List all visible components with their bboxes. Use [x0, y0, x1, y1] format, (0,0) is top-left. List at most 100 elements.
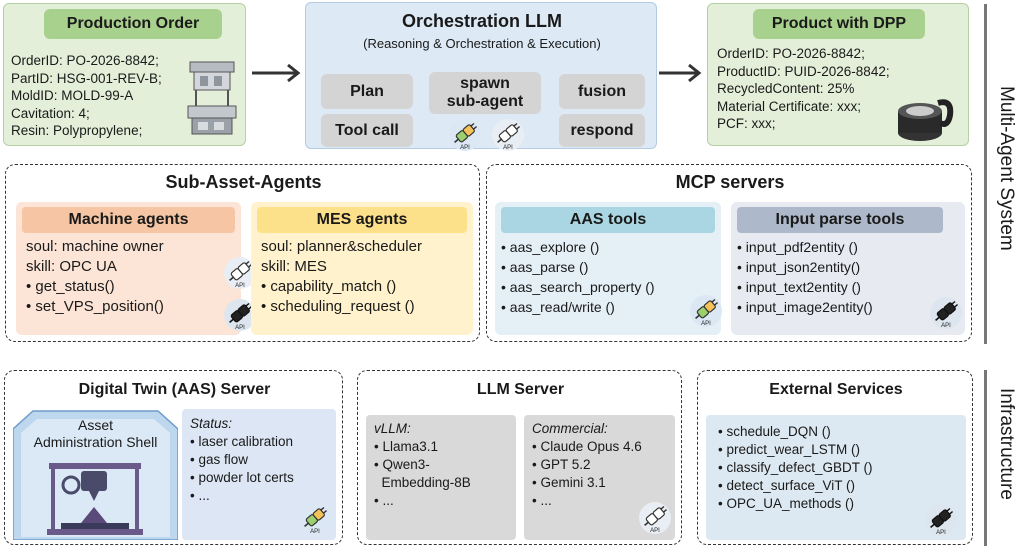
status-line: • gas flow: [190, 452, 249, 467]
sub-asset-agents-title: Sub-Asset-Agents: [165, 172, 322, 192]
model-line: • Qwen3-: [374, 457, 430, 472]
svg-text:API: API: [650, 528, 660, 534]
aas-tools-title: AAS tools: [501, 207, 715, 233]
mold-image: [182, 56, 244, 140]
external-services-list: • schedule_DQN () • predict_wear_LSTM ()…: [718, 423, 873, 513]
service-line: • classify_defect_GBDT (): [718, 460, 873, 475]
input-parse-tools-list: • input_pdf2entity () • input_json2entit…: [737, 237, 873, 317]
llm-server-title: LLM Server: [476, 381, 565, 398]
3d-printer-icon: [41, 457, 149, 537]
svg-text:API: API: [235, 283, 245, 289]
agent-line: • get_status(): [26, 278, 115, 295]
respond-step: respond: [559, 114, 645, 147]
spawn-label-line2: sub-agent: [446, 93, 524, 110]
arrow-order-to-orchestration: [252, 63, 308, 83]
llm-server-panel: LLM Server vLLM: • Llama3.1 • Qwen3- Emb…: [357, 370, 682, 545]
vllm-list: vLLM: • Llama3.1 • Qwen3- Embedding-8B •…: [374, 420, 471, 510]
status-line: • powder lot certs: [190, 470, 294, 485]
tool-line: • input_text2entity (): [737, 279, 861, 295]
product-dpp-title: Product with DPP: [753, 9, 925, 39]
infrastructure-label: Infrastructure: [996, 388, 1017, 500]
tool-line: • aas_explore (): [501, 239, 600, 255]
status-list: Status: • laser calibration • gas flow •…: [190, 415, 294, 505]
aas-tools-card: AAS tools • aas_explore () • aas_parse (…: [495, 202, 723, 335]
external-services-panel: External Services • schedule_DQN () • pr…: [697, 370, 973, 545]
order-line: OrderID: PO-2026-8842;: [11, 53, 159, 68]
status-card: Status: • laser calibration • gas flow •…: [182, 409, 336, 540]
agent-line: • set_VPS_position(): [26, 298, 164, 315]
mes-agents-card: MES agents soul: planner&scheduler skill…: [251, 202, 473, 335]
agent-line: soul: machine owner: [26, 238, 164, 255]
external-services-card: • schedule_DQN () • predict_wear_LSTM ()…: [706, 415, 966, 540]
model-line: • Gemini 3.1: [532, 475, 606, 490]
machine-agents-skills: soul: machine owner skill: OPC UA • get_…: [26, 237, 164, 317]
vllm-card: vLLM: • Llama3.1 • Qwen3- Embedding-8B •…: [366, 415, 516, 540]
commercial-llm-card: Commercial: • Claude Opus 4.6 • GPT 5.2 …: [524, 415, 675, 540]
mcp-servers-panel: MCP servers AAS tools • aas_explore () •…: [486, 164, 972, 342]
production-order-details: OrderID: PO-2026-8842; PartID: HSG-001-R…: [11, 52, 162, 140]
api-plug-icon: API: [223, 298, 257, 332]
asset-administration-shell: Asset Administration Shell: [13, 409, 178, 540]
api-plug-icon: API: [491, 118, 525, 152]
api-plug-icon: API: [638, 501, 672, 535]
svg-text:API: API: [503, 145, 513, 151]
agent-line: soul: planner&scheduler: [261, 238, 422, 255]
model-line: • Llama3.1: [374, 439, 439, 454]
product-dpp-panel: Product with DPP OrderID: PO-2026-8842; …: [707, 3, 969, 146]
infrastructure-bracket: [984, 370, 987, 546]
multi-agent-system-bracket: [984, 4, 987, 344]
api-plug-icon: API: [689, 294, 723, 328]
product-line: RecycledContent: 25%: [717, 81, 855, 96]
status-line: • laser calibration: [190, 434, 294, 449]
production-order-title: Production Order: [44, 9, 222, 39]
status-header: Status:: [190, 416, 233, 431]
model-line: • ...: [374, 493, 394, 508]
order-line: Resin: Polypropylene;: [11, 123, 143, 138]
product-housing-image: [890, 93, 956, 145]
agent-line: • capability_match (): [261, 278, 397, 295]
digital-twin-title: Digital Twin (AAS) Server: [78, 381, 271, 398]
aas-tools-list: • aas_explore () • aas_parse () • aas_se…: [501, 237, 655, 317]
svg-text:API: API: [701, 321, 711, 327]
input-parse-tools-title: Input parse tools: [737, 207, 943, 233]
model-line: • GPT 5.2: [532, 457, 591, 472]
fusion-step: fusion: [559, 74, 645, 109]
product-line: OrderID: PO-2026-8842;: [717, 46, 865, 61]
mes-agents-title: MES agents: [257, 207, 467, 233]
tool-line: • input_pdf2entity (): [737, 239, 858, 255]
service-line: • OPC_UA_methods (): [718, 496, 855, 511]
api-plug-icon: API: [924, 503, 958, 537]
agent-line: • scheduling_request (): [261, 298, 415, 315]
svg-text:API: API: [235, 325, 245, 331]
plan-step: Plan: [321, 74, 413, 109]
product-line: PCF: xxx;: [717, 116, 776, 131]
commercial-header: Commercial:: [532, 421, 608, 436]
agent-line: skill: MES: [261, 258, 327, 275]
digital-twin-server-panel: Digital Twin (AAS) Server Asset Administ…: [4, 370, 343, 545]
product-line: Material Certificate: xxx;: [717, 98, 862, 114]
service-line: • predict_wear_LSTM (): [718, 442, 861, 457]
spawn-sub-agent-step: spawn sub-agent: [429, 72, 541, 114]
tool-line: • aas_parse (): [501, 259, 589, 275]
shell-label-line2: Administration Shell: [33, 434, 158, 450]
model-line: • Claude Opus 4.6: [532, 439, 642, 454]
external-services-title: External Services: [769, 381, 903, 398]
svg-text:API: API: [310, 529, 320, 535]
arrow-orchestration-to-product: [659, 63, 709, 83]
api-plug-icon: API: [298, 502, 332, 536]
api-plug-icon: API: [929, 296, 963, 330]
spawn-label-line1: spawn: [460, 75, 510, 92]
machine-agents-card: Machine agents soul: machine owner skill…: [16, 202, 256, 335]
mes-agents-skills: soul: planner&scheduler skill: MES • cap…: [261, 237, 422, 317]
model-line: • ...: [532, 493, 552, 508]
tool-line: • input_json2entity(): [737, 259, 861, 275]
shell-label-line1: Asset: [77, 417, 113, 433]
order-line: MoldID: MOLD-99-A: [11, 88, 134, 103]
order-line: PartID: HSG-001-REV-B;: [11, 70, 162, 86]
status-line: • ...: [190, 488, 210, 503]
orchestration-title: Orchestration LLM: [401, 11, 562, 31]
service-line: • detect_surface_ViT (): [718, 478, 856, 493]
mcp-servers-title: MCP servers: [675, 172, 785, 192]
multi-agent-system-label: Multi-Agent System: [996, 86, 1017, 251]
tool-line: • aas_search_property (): [501, 279, 655, 295]
